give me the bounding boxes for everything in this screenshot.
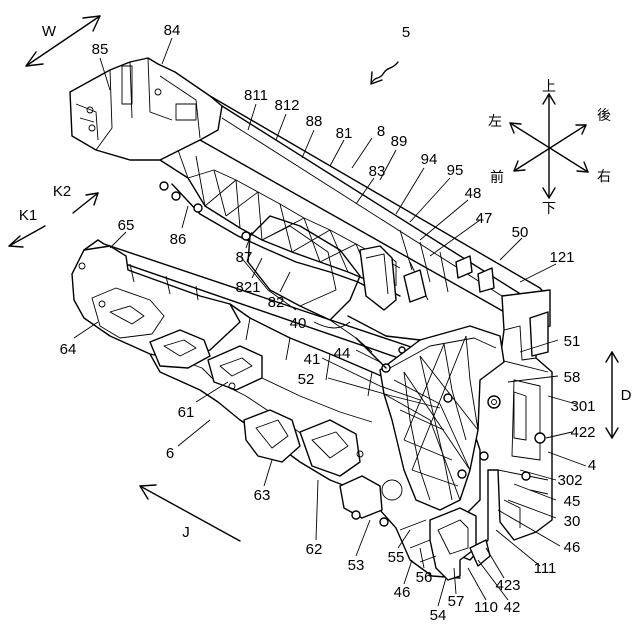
ref-87: 87 bbox=[236, 249, 253, 266]
w-direction-arrow bbox=[26, 16, 100, 66]
ref-46-lower: 46 bbox=[394, 584, 411, 601]
ref-48: 48 bbox=[465, 185, 482, 202]
ref-65: 65 bbox=[118, 217, 135, 234]
ref-86: 86 bbox=[170, 231, 187, 248]
ref-63: 63 bbox=[254, 487, 271, 504]
axis-label-w: W bbox=[42, 23, 57, 40]
compass-right-label: 右 bbox=[597, 169, 611, 185]
ref-54: 54 bbox=[430, 607, 447, 624]
ref-53: 53 bbox=[348, 557, 365, 574]
d-direction-arrow bbox=[606, 352, 618, 438]
ref-56: 56 bbox=[416, 569, 433, 586]
ref-64: 64 bbox=[60, 341, 77, 358]
ref-821: 821 bbox=[235, 279, 260, 296]
ref-6: 6 bbox=[166, 445, 174, 462]
ref-8: 8 bbox=[377, 123, 385, 140]
ref-422: 422 bbox=[570, 424, 595, 441]
compass-up-label: 上 bbox=[542, 79, 556, 95]
ref-55: 55 bbox=[388, 549, 405, 566]
ref-423: 423 bbox=[495, 577, 520, 594]
ref-40: 40 bbox=[290, 315, 307, 332]
ref-302: 302 bbox=[557, 472, 582, 489]
ref-62: 62 bbox=[306, 541, 323, 558]
ref-88: 88 bbox=[306, 113, 323, 130]
ref-50: 50 bbox=[512, 224, 529, 241]
ref-47: 47 bbox=[476, 210, 493, 227]
compass-down-label: 下 bbox=[542, 201, 556, 217]
ref-84: 84 bbox=[164, 22, 181, 39]
direction-compass bbox=[510, 94, 588, 198]
ref-111: 111 bbox=[534, 560, 557, 577]
figure-leader-arrow bbox=[371, 62, 398, 84]
axis-label-d: D bbox=[621, 387, 632, 404]
ref-4: 4 bbox=[588, 457, 596, 474]
ref-44: 44 bbox=[334, 345, 351, 362]
ref-121: 121 bbox=[549, 249, 574, 266]
compass-front-label: 前 bbox=[490, 169, 504, 186]
ref-110: 110 bbox=[474, 599, 498, 616]
ref-51: 51 bbox=[564, 333, 581, 350]
ref-89: 89 bbox=[391, 133, 408, 150]
ref-45: 45 bbox=[564, 493, 581, 510]
ref-58: 58 bbox=[564, 369, 581, 386]
ref-83: 83 bbox=[369, 163, 386, 180]
compass-rear-label: 後 bbox=[597, 108, 611, 124]
axis-label-k2: K2 bbox=[53, 183, 71, 200]
ref-301: 301 bbox=[570, 398, 595, 415]
ref-95: 95 bbox=[447, 162, 464, 179]
ref-811: 811 bbox=[244, 87, 268, 104]
ref-61: 61 bbox=[178, 404, 195, 421]
ref-812: 812 bbox=[274, 97, 299, 114]
ref-46-right: 46 bbox=[564, 539, 581, 556]
axis-label-k1: K1 bbox=[19, 207, 37, 224]
ref-81: 81 bbox=[336, 125, 353, 142]
axis-label-j: J bbox=[182, 524, 190, 541]
ref-41: 41 bbox=[304, 351, 321, 368]
j-direction-arrow bbox=[140, 485, 240, 541]
ref-94: 94 bbox=[421, 151, 438, 168]
ref-30: 30 bbox=[564, 513, 581, 530]
ref-82: 82 bbox=[268, 294, 285, 311]
ref-52: 52 bbox=[298, 371, 315, 388]
compass-left-label: 左 bbox=[488, 114, 502, 130]
ref-57: 57 bbox=[448, 593, 465, 610]
figure-number-label: 5 bbox=[402, 24, 410, 41]
ref-85: 85 bbox=[92, 41, 109, 58]
ref-42: 42 bbox=[504, 599, 521, 616]
